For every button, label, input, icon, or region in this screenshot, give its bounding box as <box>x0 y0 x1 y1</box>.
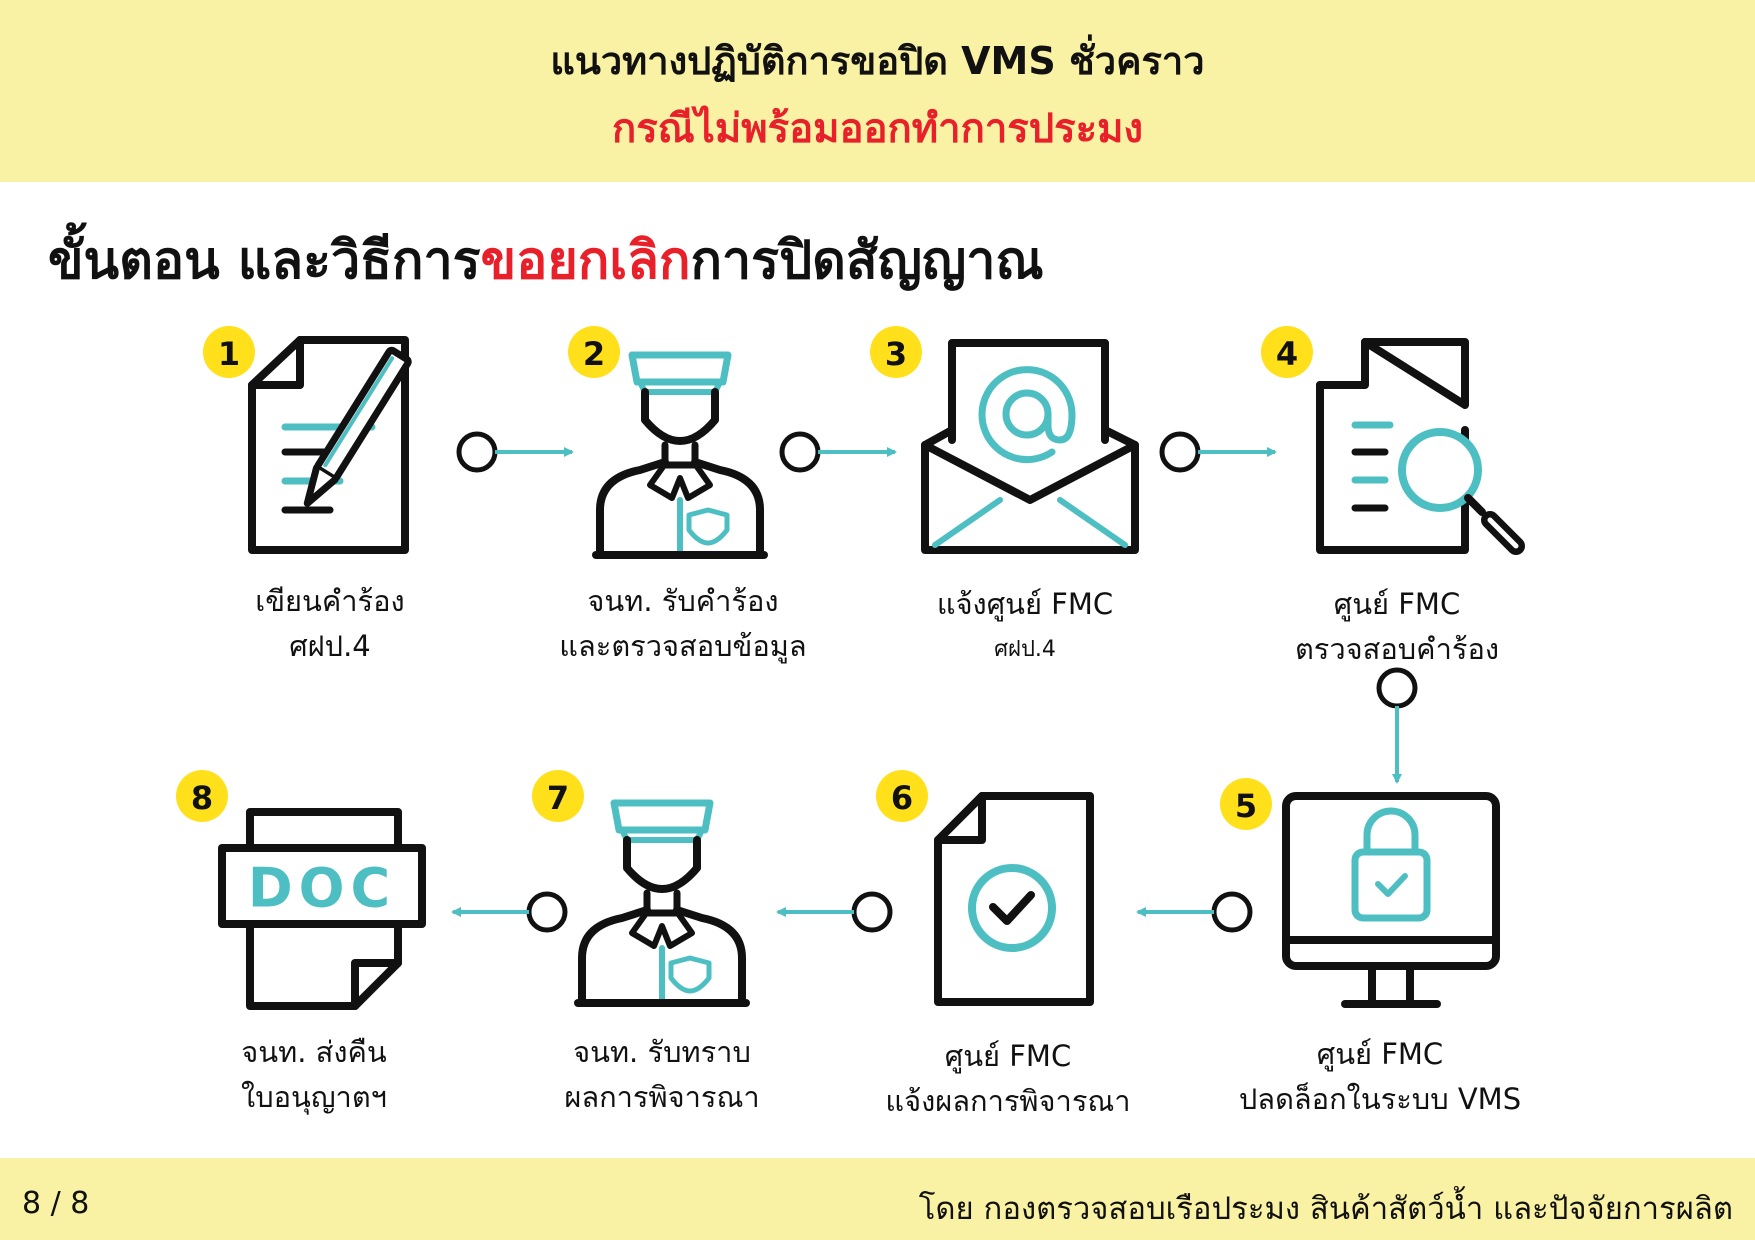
step-4-line2: ตรวจสอบคำร้อง <box>1294 632 1500 666</box>
heading-part3: การปิดสัญญาณ <box>690 231 1044 291</box>
document-pen-icon <box>248 336 412 554</box>
step-3-caption: แจ้งศูนย์ FMC ศฝป.4 <box>937 582 1113 672</box>
svg-text:1: 1 <box>218 335 240 373</box>
process-diagram: 1 2 3 <box>176 326 1525 1010</box>
step-6-caption: ศูนย์ FMC แจ้งผลการพิจารณา <box>885 1034 1130 1124</box>
step-3-line2: ศฝป.4 <box>994 637 1056 662</box>
connector-2-3 <box>779 431 897 473</box>
step-4-badge: 4 <box>1261 326 1313 378</box>
heading-part1: ขั้นตอน และวิธีการ <box>48 231 481 291</box>
step-7-line2: ผลการพิจารณา <box>564 1080 760 1114</box>
connector-5-6 <box>1136 891 1253 933</box>
step-2-caption: จนท. รับคำร้องและตรวจสอบข้อมูล <box>559 579 806 669</box>
step-8-badge: 8 <box>176 770 228 822</box>
step-7-caption: จนท. รับทราบผลการพิจารณา <box>564 1030 759 1120</box>
document-search-icon <box>1316 338 1525 555</box>
section-heading: ขั้นตอน และวิธีการขอยกเลิกการปิดสัญญาณ <box>48 218 1044 301</box>
step-3-line1: แจ้งศูนย์ FMC <box>936 587 1114 621</box>
svg-text:4: 4 <box>1276 335 1298 373</box>
footer-byline: โดย กองตรวจสอบเรือประมง สินค้าสัตว์น้ำ แ… <box>918 1191 1733 1227</box>
document-check-icon <box>934 792 1094 1006</box>
monitor-lock-icon <box>1282 792 1500 1008</box>
step-4-line1: ศูนย์ FMC <box>1333 587 1461 621</box>
svg-text:8: 8 <box>191 779 213 817</box>
connector-4-5 <box>1376 667 1418 784</box>
doc-file-icon: DOC <box>218 808 426 1010</box>
svg-text:5: 5 <box>1235 787 1257 825</box>
svg-text:7: 7 <box>547 779 569 817</box>
officer-icon <box>592 351 768 559</box>
connector-7-8 <box>451 891 568 933</box>
step-2-badge: 2 <box>568 326 620 378</box>
step-6-line1: ศูนย์ FMC <box>944 1039 1072 1073</box>
svg-text:2: 2 <box>583 335 605 373</box>
step-8-caption: จนท. ส่งคืนใบอนุญาตฯ <box>241 1030 387 1120</box>
page-number: 8 / 8 <box>22 1186 90 1221</box>
step-1-badge: 1 <box>203 326 255 378</box>
heading-highlight: ขอยกเลิก <box>480 231 691 291</box>
svg-text:6: 6 <box>891 779 913 817</box>
page-subtitle: กรณีไม่พร้อมออกทำการประมง <box>611 106 1144 152</box>
step-3-badge: 3 <box>870 326 922 378</box>
page-title: แนวทางปฏิบัติการขอปิด VMS ชั่วคราว <box>550 39 1205 83</box>
step-8-line1: จนท. ส่งคืน <box>241 1035 387 1069</box>
email-envelope-icon <box>921 339 1139 554</box>
step-5-caption: ศูนย์ FMC ปลดล็อกในระบบ VMS <box>1239 1032 1521 1122</box>
connector-3-4 <box>1159 431 1277 473</box>
step-7-line1: จนท. รับทราบ <box>573 1035 751 1069</box>
step-1-caption: เขียนคำร้องศฝป.4 <box>255 579 404 669</box>
doc-label: DOC <box>248 857 396 920</box>
step-5-badge: 5 <box>1220 778 1272 830</box>
step-2-line1: จนท. รับคำร้อง <box>587 584 779 618</box>
step-8-line2: ใบอนุญาตฯ <box>241 1080 387 1114</box>
step-6-line2: แจ้งผลการพิจารณา <box>885 1084 1131 1118</box>
step-1-line1: เขียนคำร้อง <box>255 584 405 618</box>
footer-band <box>0 1158 1755 1240</box>
step-5-line2: ปลดล็อกในระบบ VMS <box>1238 1082 1522 1116</box>
step-4-caption: ศูนย์ FMC ตรวจสอบคำร้อง <box>1295 582 1499 672</box>
step-6-badge: 6 <box>876 770 928 822</box>
step-7-badge: 7 <box>532 770 584 822</box>
step-5-line1: ศูนย์ FMC <box>1316 1037 1444 1071</box>
svg-text:3: 3 <box>885 335 907 373</box>
step-1-line2: ศฝป.4 <box>289 629 371 663</box>
connector-1-2 <box>456 431 574 473</box>
step-2-line2: และตรวจสอบข้อมูล <box>559 629 807 663</box>
officer-icon-2 <box>574 799 750 1007</box>
header-band <box>0 0 1755 182</box>
connector-6-7 <box>776 891 893 933</box>
